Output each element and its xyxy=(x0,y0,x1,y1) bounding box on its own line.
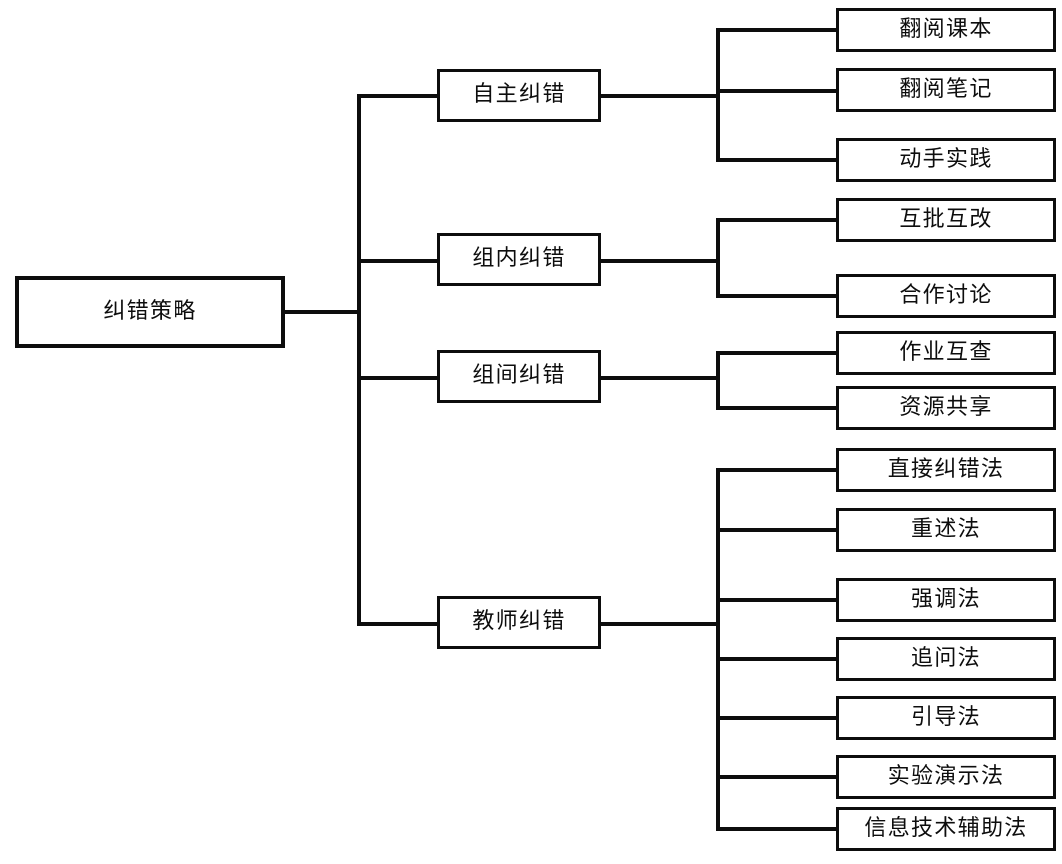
leaf-node-强调法[interactable]: 强调法 xyxy=(836,578,1056,622)
edge-branch3-out xyxy=(599,376,720,380)
edge-group4-to-leaf-1 xyxy=(716,468,838,472)
leaf-node-信息技术辅助法[interactable]: 信息技术辅助法 xyxy=(836,807,1056,851)
edge-group4-to-leaf-2 xyxy=(716,528,838,532)
branch-node-自主纠错[interactable]: 自主纠错 xyxy=(437,69,601,122)
branch-node-组间纠错[interactable]: 组间纠错 xyxy=(437,350,601,403)
leaf-node-作业互查[interactable]: 作业互查 xyxy=(836,331,1056,375)
edge-group1-to-leaf-2 xyxy=(716,89,838,93)
edge-trunk-to-branch-1 xyxy=(357,94,439,98)
leaf-node-互批互改[interactable]: 互批互改 xyxy=(836,198,1056,242)
edge-group1-to-leaf-3 xyxy=(716,158,838,162)
edge-group3-to-leaf-1 xyxy=(716,351,838,355)
edge-root-stub xyxy=(283,310,361,314)
edge-group1-to-leaf-1 xyxy=(716,28,838,32)
edge-trunk-to-branch-4 xyxy=(357,622,439,626)
edge-group1-trunk xyxy=(716,28,720,162)
edge-group4-to-leaf-6 xyxy=(716,775,838,779)
edge-group4-to-leaf-4 xyxy=(716,657,838,661)
root-node[interactable]: 纠错策略 xyxy=(15,276,285,348)
leaf-node-直接纠错法[interactable]: 直接纠错法 xyxy=(836,448,1056,492)
edge-group4-to-leaf-7 xyxy=(716,827,838,831)
edge-group3-trunk xyxy=(716,351,720,410)
leaf-node-资源共享[interactable]: 资源共享 xyxy=(836,386,1056,430)
leaf-node-重述法[interactable]: 重述法 xyxy=(836,508,1056,552)
edge-group4-to-leaf-3 xyxy=(716,598,838,602)
leaf-node-动手实践[interactable]: 动手实践 xyxy=(836,138,1056,182)
leaf-node-追问法[interactable]: 追问法 xyxy=(836,637,1056,681)
edge-branch2-out xyxy=(599,259,720,263)
branch-node-组内纠错[interactable]: 组内纠错 xyxy=(437,233,601,286)
edge-branch4-out xyxy=(599,622,720,626)
edge-main-trunk xyxy=(357,94,361,626)
leaf-node-实验演示法[interactable]: 实验演示法 xyxy=(836,755,1056,799)
edge-trunk-to-branch-3 xyxy=(357,376,439,380)
edge-group2-to-leaf-2 xyxy=(716,294,838,298)
leaf-node-翻阅笔记[interactable]: 翻阅笔记 xyxy=(836,68,1056,112)
edge-group4-to-leaf-5 xyxy=(716,716,838,720)
branch-node-教师纠错[interactable]: 教师纠错 xyxy=(437,596,601,649)
edge-branch1-out xyxy=(599,94,720,98)
edge-trunk-to-branch-2 xyxy=(357,259,439,263)
edge-group3-to-leaf-2 xyxy=(716,406,838,410)
edge-group4-trunk xyxy=(716,468,720,828)
leaf-node-合作讨论[interactable]: 合作讨论 xyxy=(836,274,1056,318)
leaf-node-引导法[interactable]: 引导法 xyxy=(836,696,1056,740)
leaf-node-翻阅课本[interactable]: 翻阅课本 xyxy=(836,8,1056,52)
edge-group2-trunk xyxy=(716,218,720,298)
edge-group2-to-leaf-1 xyxy=(716,218,838,222)
